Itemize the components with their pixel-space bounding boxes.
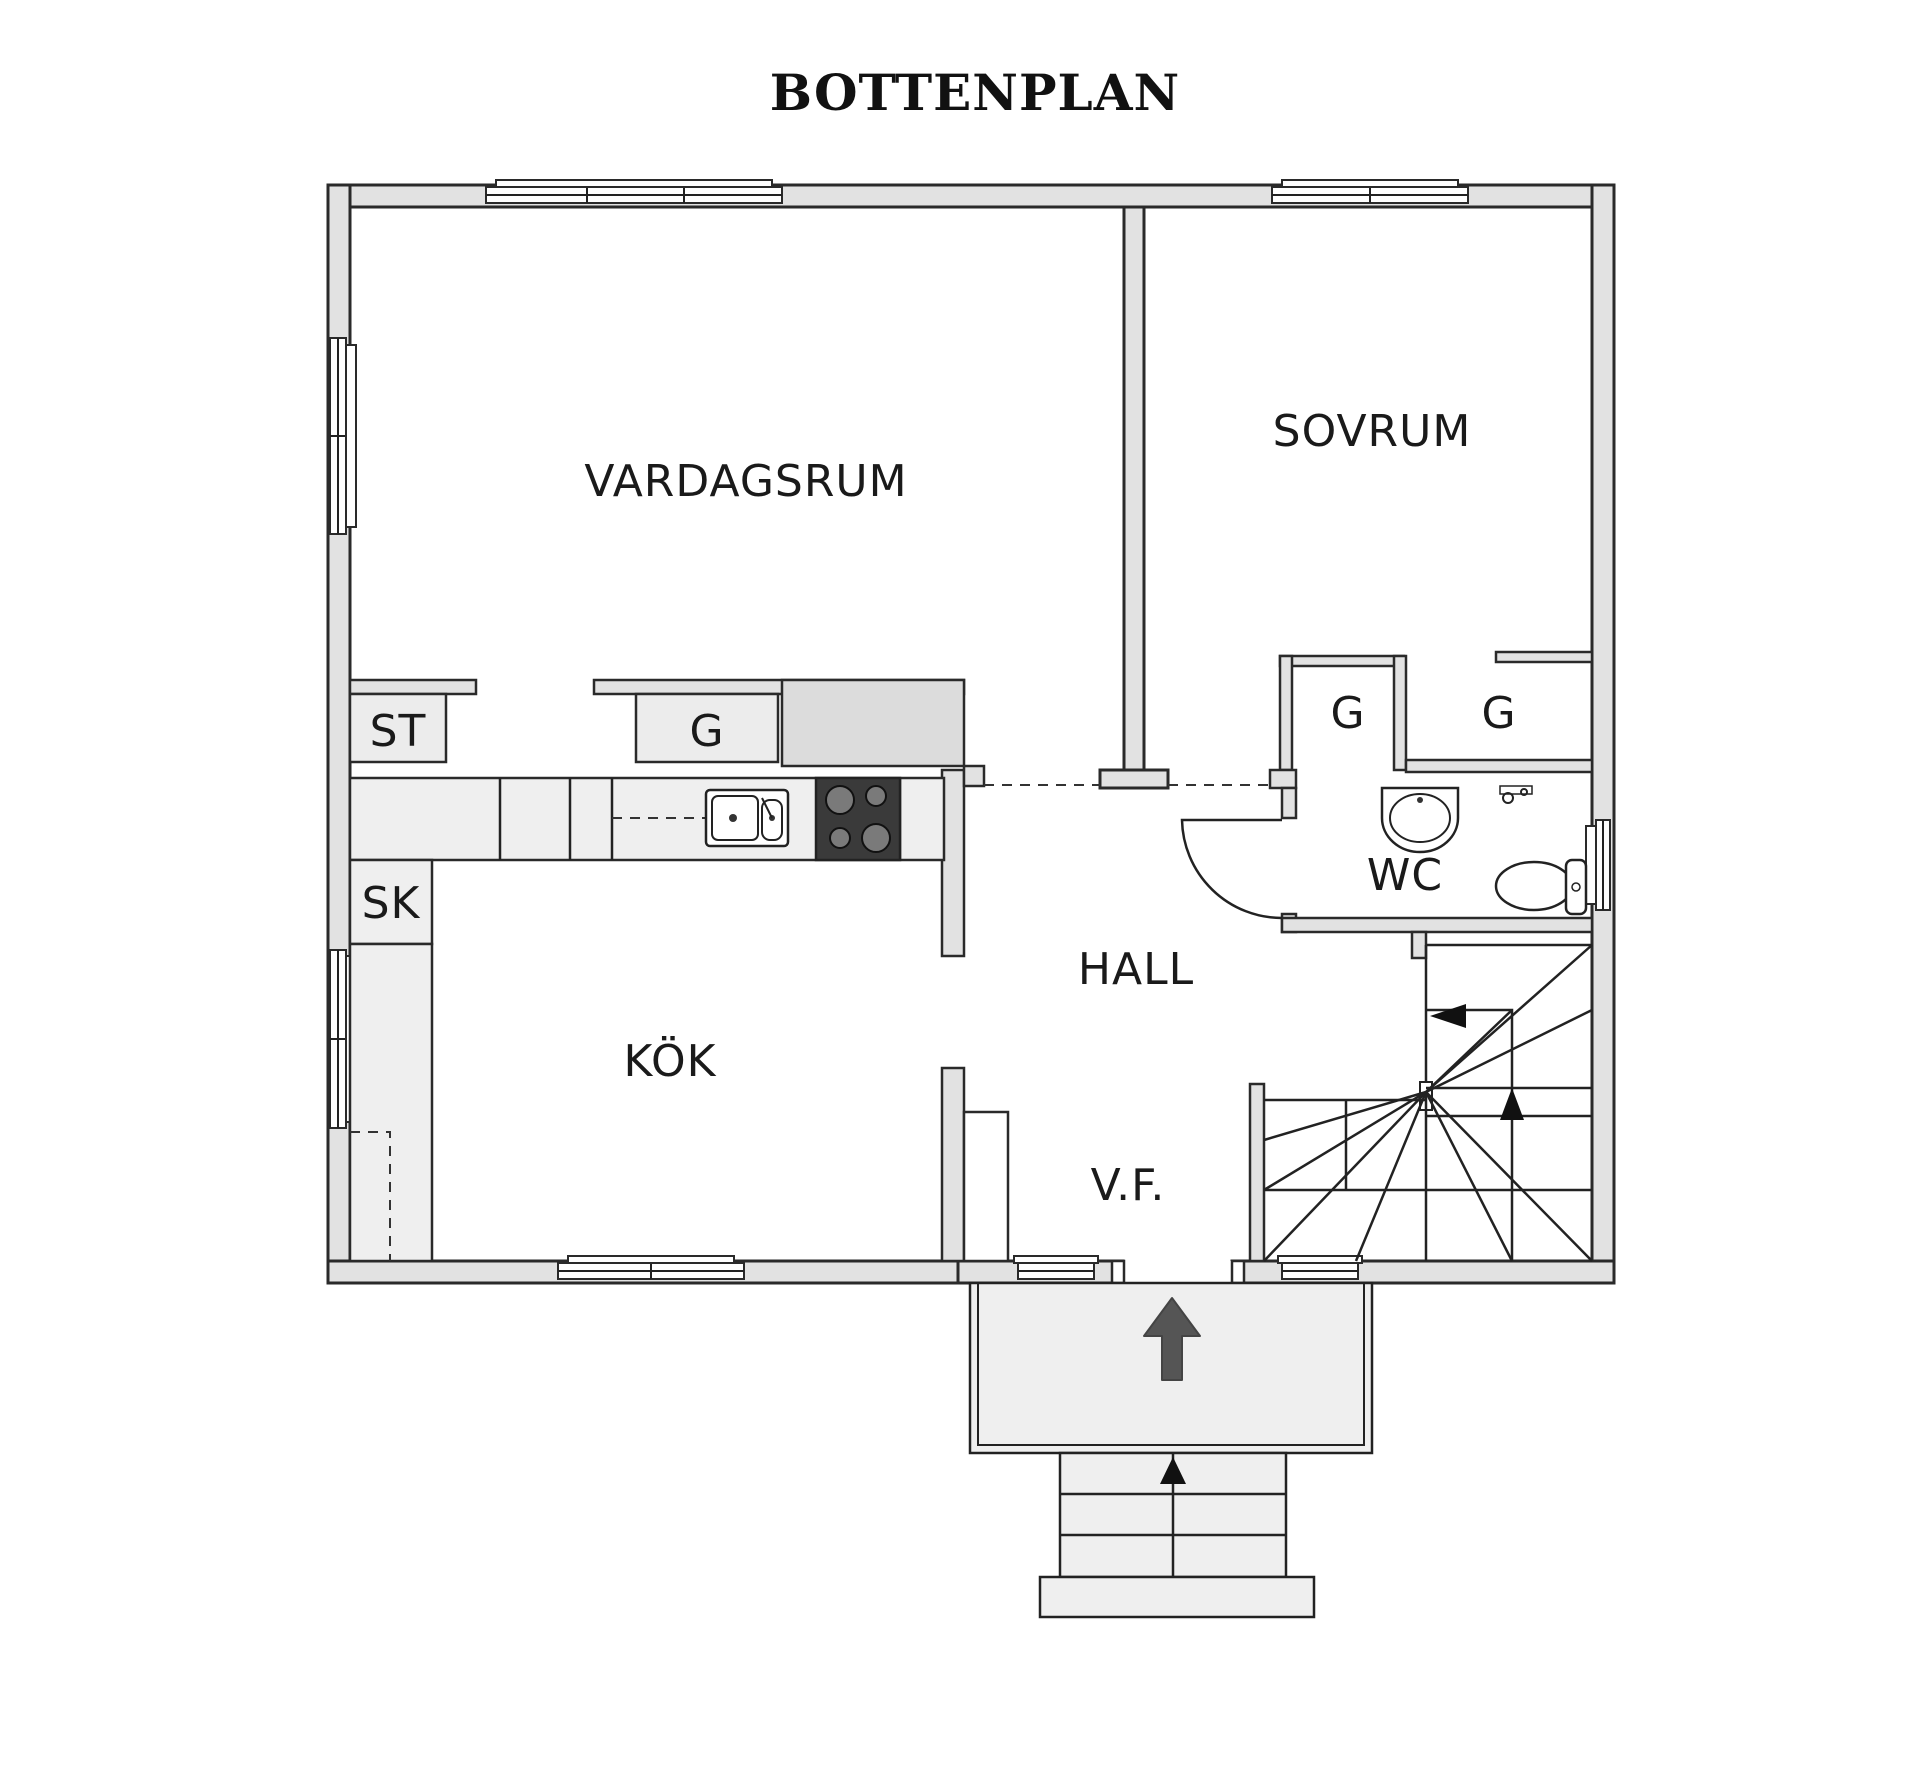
- wall-closet-top-left: [1278, 654, 1406, 668]
- kitchen-counters: [348, 776, 946, 1263]
- label-sovrum: SOVRUM: [1273, 406, 1472, 457]
- wall-wc-bottom: [1280, 916, 1594, 934]
- label-vardagsrum: VARDAGSRUM: [584, 456, 907, 507]
- washbasin-icon: [1380, 786, 1460, 854]
- staircase: [1263, 943, 1593, 1262]
- wall-stub-hall: [1098, 768, 1170, 790]
- windows: [329, 179, 1611, 1280]
- interior-walls: [348, 205, 1594, 1263]
- sink-icon: [704, 788, 790, 848]
- label-wc: WC: [1367, 850, 1443, 901]
- room-labels: VARDAGSRUM SOVRUM ST G G G WC SK HALL KÖ…: [362, 406, 1516, 1211]
- toilet-icon: [1494, 858, 1588, 916]
- living-storage: [348, 692, 780, 764]
- storage-g-kitchen: [634, 692, 780, 764]
- stair-arrow-up-icon: [1500, 1088, 1524, 1120]
- storage-st: [348, 692, 448, 764]
- bottom-step: [1038, 1575, 1316, 1619]
- storage-sk: [348, 858, 434, 946]
- wall-kitchen-right-lower: [940, 1066, 966, 1263]
- label-g-closet-1: G: [1330, 688, 1365, 739]
- wall-right: [1590, 183, 1616, 1285]
- wall-closet-top-right: [1494, 650, 1594, 664]
- stove-icon: [814, 776, 902, 862]
- label-kok: KÖK: [624, 1035, 717, 1087]
- shower-mixer-icon: [1499, 785, 1533, 804]
- label-st: ST: [370, 706, 427, 757]
- counter-left: [348, 942, 434, 1263]
- label-g-closet-2: G: [1481, 688, 1516, 739]
- plan-title: BOTTENPLAN: [770, 63, 1180, 122]
- label-sk: SK: [362, 878, 421, 929]
- label-g-kitchen: G: [689, 706, 724, 757]
- label-vf: V.F.: [1091, 1160, 1166, 1211]
- door-wc: [1180, 818, 1283, 920]
- entrance-arrow-up-icon: [1143, 1297, 1201, 1381]
- arrow-left-icon: [1430, 1004, 1466, 1028]
- entrance-porch: [968, 1259, 1374, 1619]
- vf-closet: [962, 1110, 1010, 1263]
- steps-arrow-up-icon: [1160, 1457, 1186, 1484]
- wall-living-bedroom: [1122, 205, 1146, 779]
- label-hall: HALL: [1078, 944, 1194, 995]
- wall-stair-left: [1248, 1082, 1266, 1263]
- wall-kitchen-right-upper: [940, 768, 966, 958]
